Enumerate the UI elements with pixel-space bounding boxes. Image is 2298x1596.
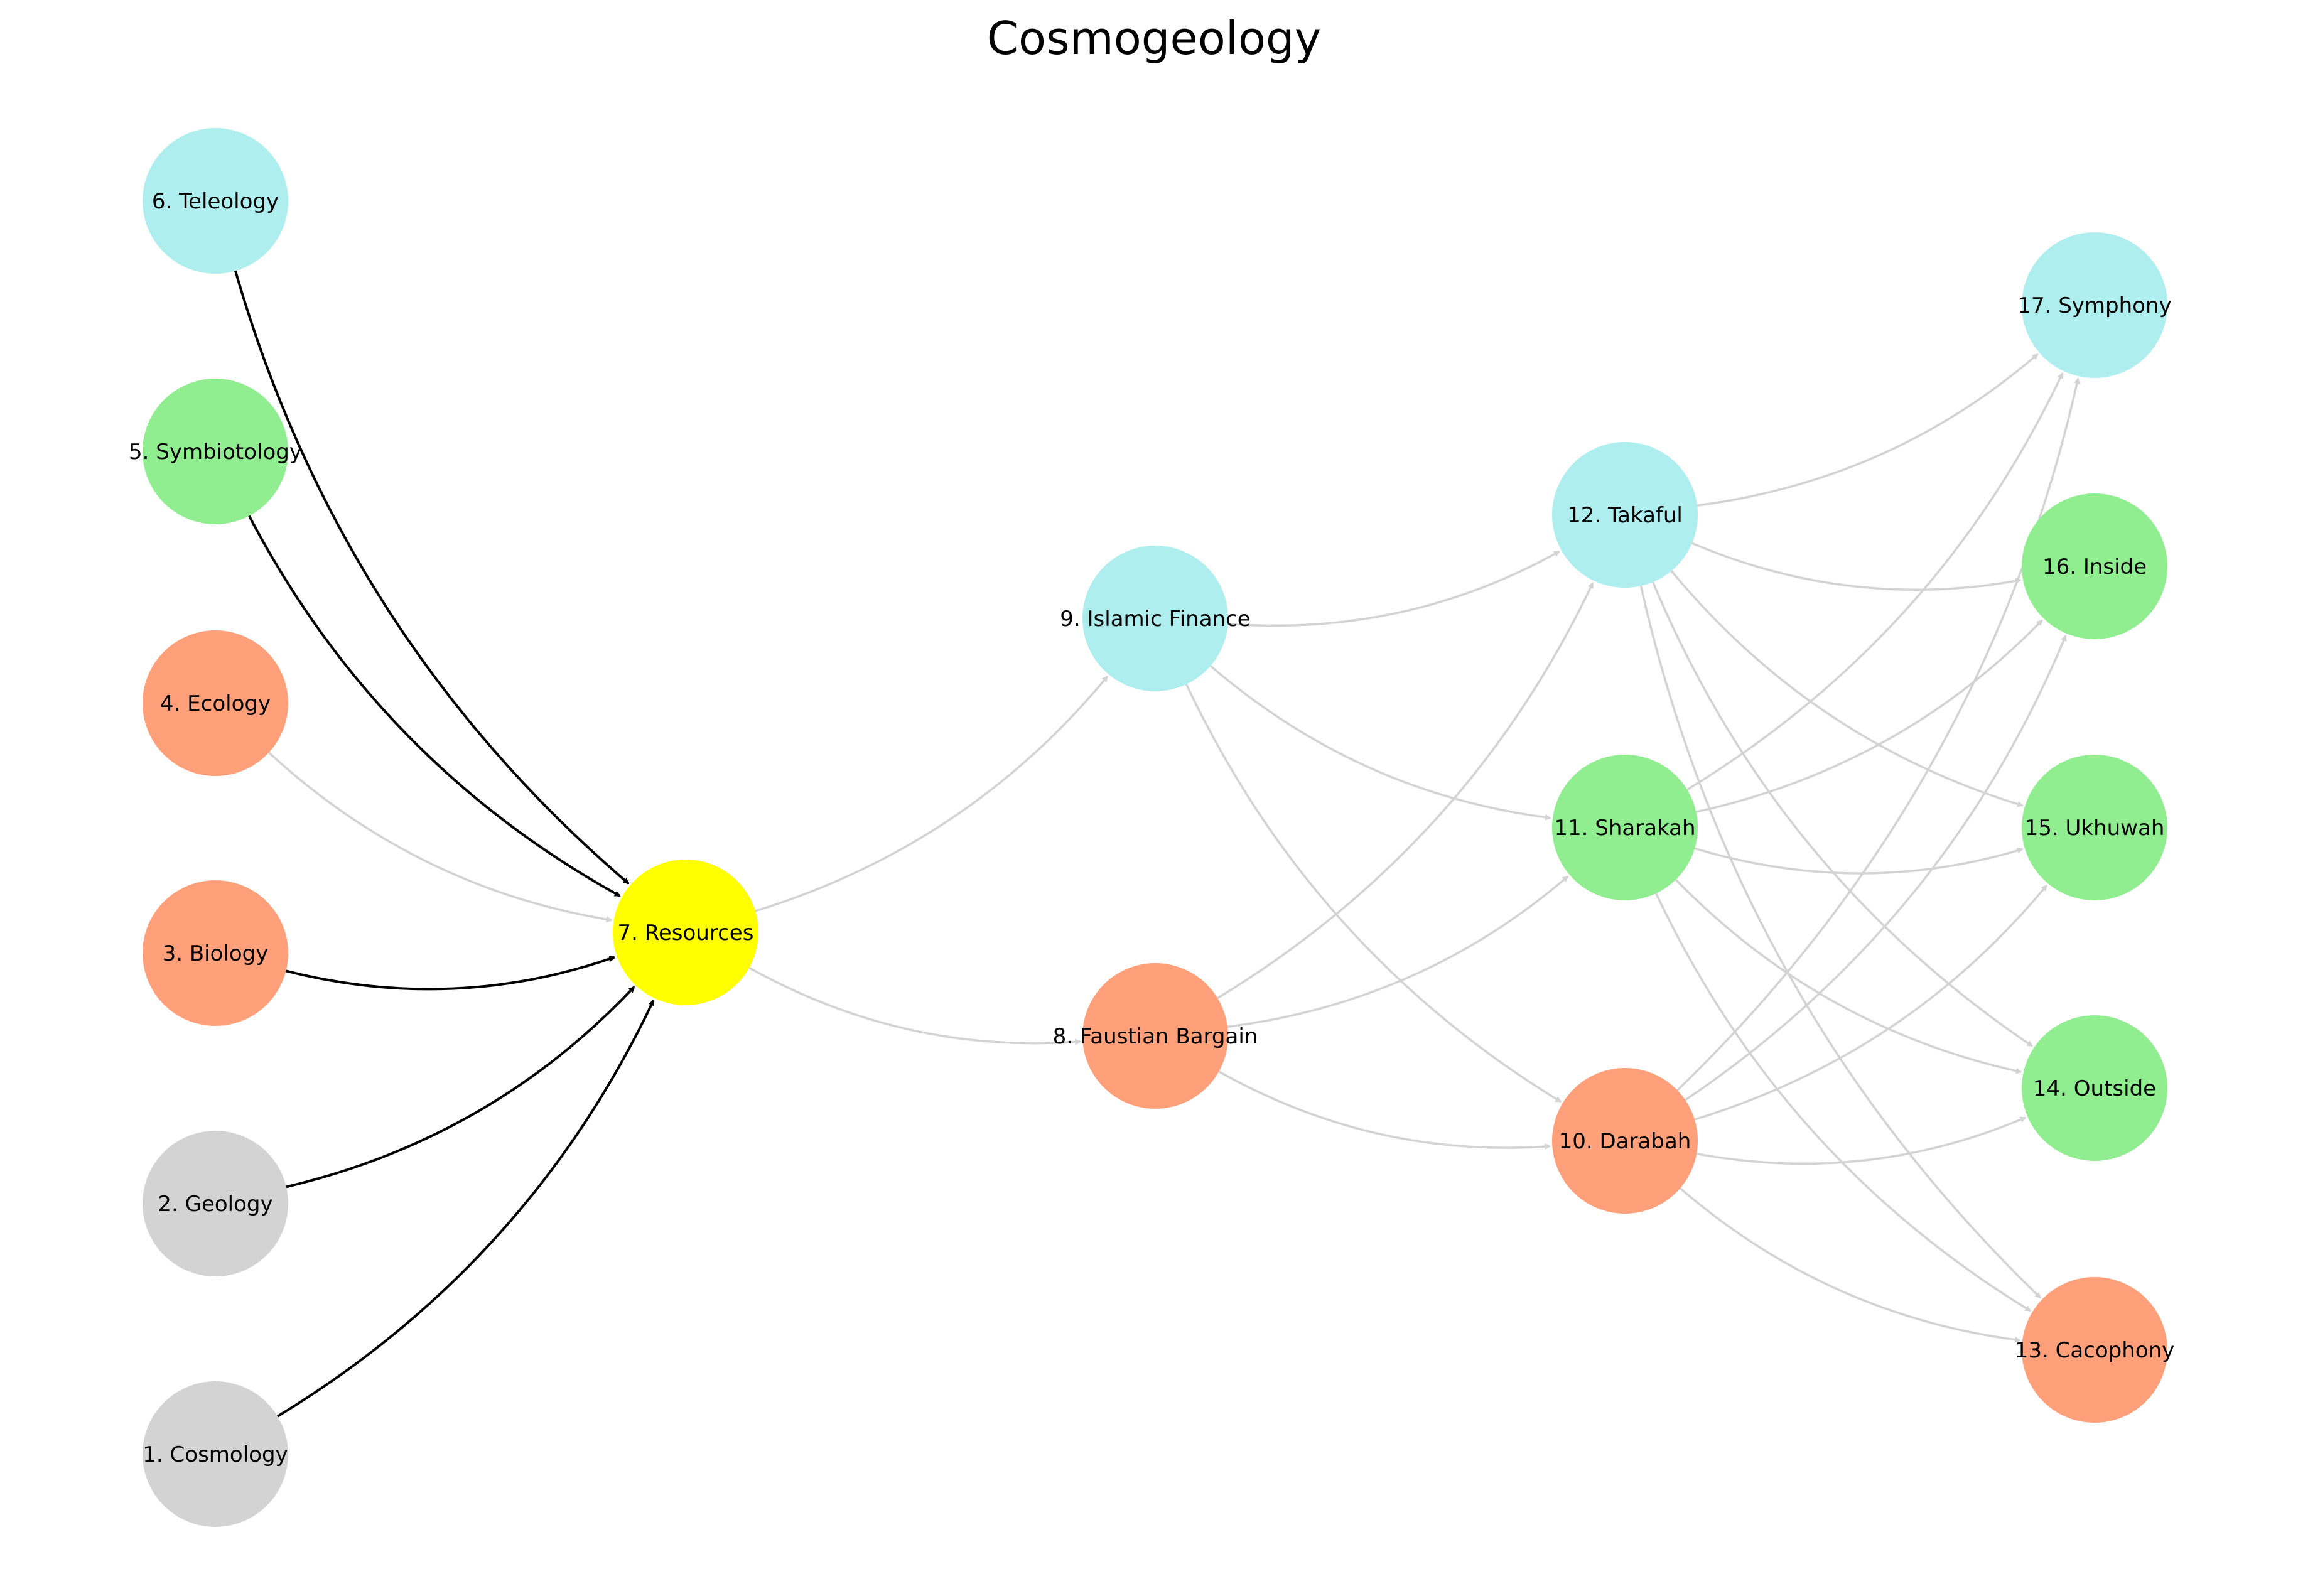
node-circle-n3	[143, 880, 288, 1026]
edge-n10-to-n13	[1679, 1187, 2021, 1343]
edge-n10-to-n16	[1685, 634, 2067, 1101]
node-circle-n15	[2022, 755, 2167, 900]
edge-n2-to-n7	[286, 986, 635, 1189]
diagram-title: Cosmogeology	[987, 12, 1321, 65]
node-label-n10: 10. Darabah	[1559, 1129, 1691, 1154]
node-label-n7: 7. Resources	[618, 920, 754, 946]
edge-n5-to-n7	[248, 515, 621, 897]
edge-n9-to-n11	[1209, 665, 1551, 821]
node-n17: 17. Symphony	[2017, 232, 2172, 378]
node-circle-n7	[613, 860, 758, 1005]
edge-n1-to-n7	[277, 999, 655, 1418]
node-n6: 6. Teleology	[143, 128, 288, 274]
edge-n11-to-n13	[1654, 893, 2032, 1312]
edge-n4-to-n7	[268, 752, 613, 923]
node-circle-n14	[2022, 1015, 2167, 1161]
node-circle-n2	[143, 1131, 288, 1276]
edge-n9-to-n10	[1185, 684, 1562, 1103]
node-n4: 4. Ecology	[143, 630, 288, 776]
node-label-n9: 9. Islamic Finance	[1060, 607, 1250, 632]
node-circle-n16	[2022, 493, 2167, 639]
edge-n10-to-n15	[1694, 884, 2047, 1121]
node-n14: 14. Outside	[2022, 1015, 2167, 1161]
node-label-n12: 12. Takaful	[1567, 503, 1683, 528]
edge-n11-to-n17	[1686, 372, 2064, 791]
node-n11: 11. Sharakah	[1552, 755, 1698, 900]
edge-layer	[234, 270, 2080, 1418]
node-label-n3: 3. Biology	[163, 941, 269, 966]
node-n1: 1. Cosmology	[143, 1381, 288, 1527]
edge-n12-to-n17	[1697, 353, 2039, 507]
edge-n8-to-n11	[1227, 875, 1569, 1028]
node-label-n17: 17. Symphony	[2017, 293, 2171, 318]
edge-n9-to-n12	[1227, 550, 1560, 627]
node-circle-n1	[143, 1381, 288, 1527]
edge-n8-to-n10	[1218, 1070, 1551, 1150]
node-n15: 15. Ukhuwah	[2022, 755, 2167, 900]
node-circle-n12	[1552, 442, 1698, 588]
edge-n7-to-n8	[748, 966, 1082, 1045]
edge-n7-to-n9	[755, 675, 1108, 912]
node-label-n8: 8. Faustian Bargain	[1053, 1024, 1258, 1049]
node-circle-n8	[1082, 963, 1228, 1109]
node-n12: 12. Takaful	[1552, 442, 1698, 588]
edge-n12-to-n16	[1691, 542, 2022, 591]
node-label-n16: 16. Inside	[2042, 554, 2147, 580]
node-n3: 3. Biology	[143, 880, 288, 1026]
node-circle-n11	[1552, 755, 1698, 900]
edge-n11-to-n16	[1695, 619, 2043, 813]
node-layer: 1. Cosmology 2. Geology 3. Biology 4. Ecolo…	[129, 128, 2174, 1527]
node-label-n15: 15. Ukhuwah	[2025, 816, 2165, 841]
node-n16: 16. Inside	[2022, 493, 2167, 639]
edge-n12-to-n15	[1670, 570, 2024, 807]
node-n13: 13. Cacophony	[2015, 1277, 2175, 1423]
node-circle-n4	[143, 630, 288, 776]
edge-n6-to-n7	[234, 270, 630, 885]
node-label-n4: 4. Ecology	[160, 691, 271, 716]
node-label-n11: 11. Sharakah	[1554, 816, 1695, 841]
node-circle-n5	[143, 379, 288, 524]
edge-n10-to-n14	[1696, 1116, 2027, 1165]
edge-n8-to-n12	[1217, 581, 1594, 1000]
edge-n3-to-n7	[286, 956, 616, 991]
edge-n12-to-n14	[1651, 581, 2034, 1047]
node-label-n2: 2. Geology	[158, 1192, 272, 1217]
node-n8: 8. Faustian Bargain	[1053, 963, 1258, 1109]
node-n7: 7. Resources	[613, 860, 758, 1005]
edge-n12-to-n13	[1639, 585, 2042, 1299]
node-label-n13: 13. Cacophony	[2015, 1338, 2175, 1363]
edge-n10-to-n17	[1676, 377, 2080, 1091]
node-circle-n13	[2022, 1277, 2167, 1423]
node-n2: 2. Geology	[143, 1131, 288, 1276]
node-label-n5: 5. Symbiotology	[129, 439, 302, 465]
node-circle-n9	[1082, 546, 1228, 691]
node-n5: 5. Symbiotology	[129, 379, 302, 524]
edge-n11-to-n14	[1675, 878, 2022, 1074]
node-circle-n10	[1552, 1068, 1698, 1214]
node-circle-n17	[2022, 232, 2167, 378]
node-label-n6: 6. Teleology	[152, 189, 279, 214]
node-label-n1: 1. Cosmology	[143, 1442, 288, 1467]
node-circle-n6	[143, 128, 288, 274]
edge-n11-to-n15	[1694, 847, 2024, 875]
node-n9: 9. Islamic Finance	[1060, 546, 1251, 691]
node-n10: 10. Darabah	[1552, 1068, 1698, 1214]
node-label-n14: 14. Outside	[2033, 1076, 2156, 1101]
